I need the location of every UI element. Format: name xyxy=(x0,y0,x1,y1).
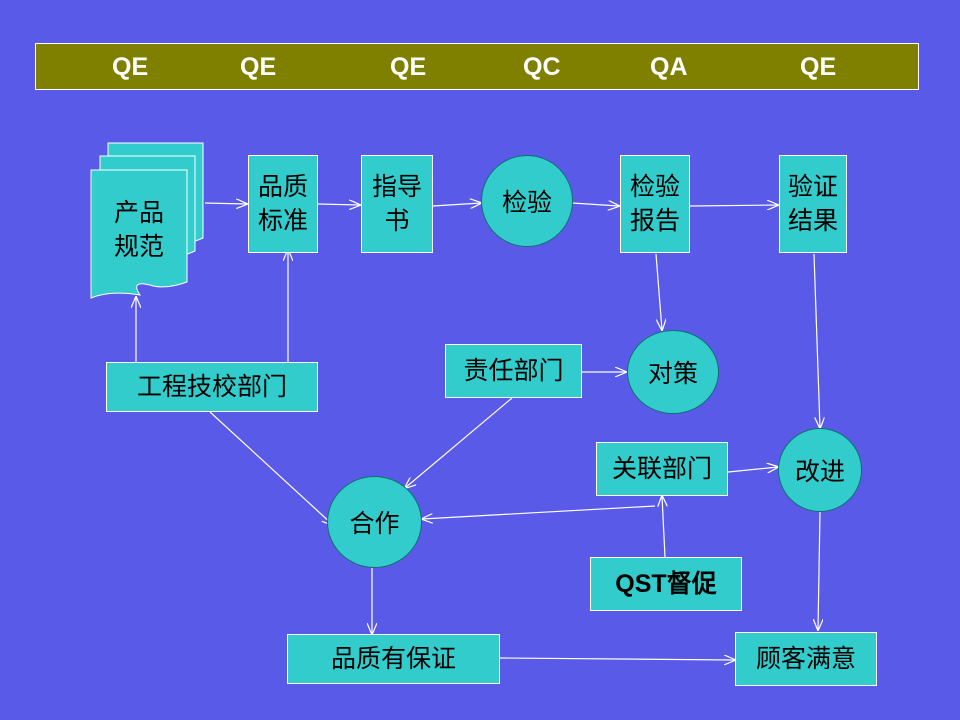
quality-standard-node: 品质 标准 xyxy=(248,155,318,253)
role-label-1: QE xyxy=(112,53,149,81)
arrow-quality-to-customer xyxy=(499,658,735,660)
qst-prefix: QST xyxy=(615,570,667,598)
product-spec-node: 产品 规范 xyxy=(91,185,187,275)
verification-result-node: 验证 结果 xyxy=(779,155,847,253)
instruction-book-node: 指导 书 xyxy=(361,155,433,253)
arrow-report-to-result xyxy=(689,205,778,206)
improvement-node: 改进 xyxy=(778,428,862,512)
qst-suffix: 督促 xyxy=(666,569,717,598)
role-label-3: QE xyxy=(390,53,427,81)
customer-satisfaction-node: 顾客满意 xyxy=(735,632,877,686)
arrow-standard-to-instruction xyxy=(317,204,360,205)
arrow-improvement-to-customer xyxy=(818,511,820,630)
inspection-report-node: 检验 报告 xyxy=(620,155,690,253)
responsible-dept-node: 责任部门 xyxy=(445,344,582,398)
arrow-related-to-cooperation xyxy=(422,505,656,519)
arrow-qst-to-related xyxy=(662,496,665,558)
cooperation-node: 合作 xyxy=(327,476,422,568)
arrow-instruction-to-inspection xyxy=(432,203,481,206)
arrow-report-to-countermeasure xyxy=(655,253,662,330)
role-label-4: QC xyxy=(523,53,561,81)
role-banner: QE QE QE QC QA QE xyxy=(35,43,919,90)
engineering-dept-node: 工程技校部门 xyxy=(106,362,318,412)
quality-assured-node: 品质有保证 xyxy=(287,634,500,684)
arrow-engineering-to-cooperation xyxy=(209,411,333,525)
role-label-6: QE xyxy=(800,53,837,81)
arrow-related-to-improvement xyxy=(727,467,778,472)
related-dept-node: 关联部门 xyxy=(596,442,728,496)
arrow-responsible-to-cooperation xyxy=(405,397,513,488)
product-spec-document-stack xyxy=(90,142,204,299)
arrow-inspection-to-report xyxy=(571,203,619,206)
inspection-node: 检验 xyxy=(481,155,573,247)
role-label-2: QE xyxy=(240,53,277,81)
role-label-5: QA xyxy=(650,53,688,81)
countermeasure-node: 对策 xyxy=(627,330,719,414)
arrow-spec-to-standard xyxy=(204,203,247,204)
product-spec-label: 产品 规范 xyxy=(113,198,164,261)
arrow-result-to-improvement xyxy=(813,253,820,428)
